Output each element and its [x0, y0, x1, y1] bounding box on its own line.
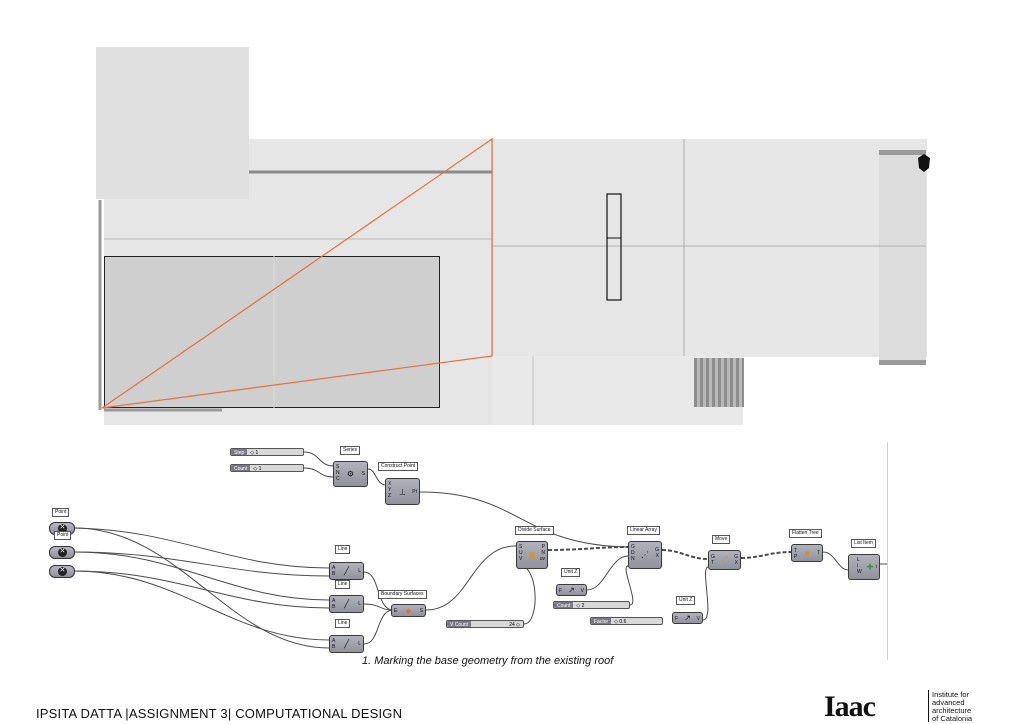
line-icon: ╱ [344, 599, 349, 609]
series-label: Series [340, 446, 361, 455]
move-icon: ⤢ [721, 555, 728, 564]
flatten-tree-label: Flatten Tree [789, 529, 822, 538]
iaac-logo: Iaac [824, 690, 876, 723]
boundary-surfaces-node[interactable]: E ◆ S [391, 604, 426, 617]
point-label-2: Point [54, 531, 72, 540]
unit-z-label-2: Unit Z [676, 596, 696, 605]
v-count-slider[interactable]: V Count 24 ◇ [446, 620, 524, 628]
viewport-roof-mid [492, 139, 927, 357]
series-icon: ⚙ [346, 469, 355, 479]
array-icon: ⋰ [641, 550, 649, 560]
viewport-roof-annex [879, 150, 926, 365]
move-label: Move [712, 535, 731, 544]
line-label-2: Line [335, 580, 351, 589]
viewport-base-rectangle [104, 256, 440, 408]
canvas-edge [887, 442, 888, 660]
point-icon [58, 547, 67, 557]
footer-title: IPSITA DATTA |ASSIGNMENT 3| COMPUTATIONA… [36, 706, 403, 721]
slider-name: Factor [591, 618, 612, 625]
slider-name: V Count [447, 621, 472, 628]
tree-icon: ■ [804, 548, 810, 558]
point-label: Point [52, 508, 70, 517]
skylight [606, 193, 622, 301]
slider-value: ◇ 1 [250, 450, 259, 456]
slider-value: 24 ◇ [509, 622, 520, 628]
vector-z-icon: ↗ [684, 613, 691, 623]
slider-value: ◇ 0.6 [614, 619, 627, 625]
linear-array-label: Linear Array [627, 526, 660, 535]
annex-symbol [918, 154, 930, 172]
highlight-triangle [101, 137, 493, 409]
construct-point-label: Construct Point [378, 462, 419, 471]
logo-divider [928, 690, 929, 722]
unit-z-node-2[interactable]: F ↗ V [672, 612, 703, 624]
count-slider[interactable]: Count ◇ 1 [230, 464, 304, 472]
line-label-3: Line [335, 619, 351, 628]
viewport-lines [98, 137, 930, 425]
count-slider-2[interactable]: Count ◇ 2 [553, 601, 630, 609]
point-param-3[interactable] [49, 565, 75, 578]
slider-name: Step [231, 449, 248, 456]
line-icon: ╱ [344, 639, 349, 649]
grid-icon: ▦ [528, 550, 536, 560]
viewport-grille [694, 358, 744, 407]
surface-icon: ◆ [405, 606, 412, 615]
point-icon [58, 523, 67, 533]
step-slider[interactable]: Step ◇ 1 [230, 448, 304, 456]
point-xyz-icon: ⊥ [399, 487, 406, 496]
point-icon [58, 566, 67, 576]
factor-slider[interactable]: Factor ◇ 0.6 [590, 617, 663, 625]
gh-wires [73, 451, 888, 649]
slider-name: Count [231, 465, 251, 472]
point-param-2[interactable] [49, 546, 75, 559]
figure-caption: 1. Marking the base geometry from the ex… [362, 655, 614, 667]
slider-name: Count [554, 602, 574, 609]
iaac-logo-text: Institute for advanced architecture of C… [932, 690, 973, 723]
unit-z-label-1: Unit Z [561, 568, 581, 577]
list-item-label: List Item [851, 539, 876, 548]
line-icon: ╱ [344, 566, 349, 576]
line-label-1: Line [335, 545, 351, 554]
slider-value: ◇ 1 [253, 466, 262, 472]
boundary-surfaces-label: Boundary Surfaces [378, 590, 427, 599]
divide-surface-label: Divide Surface [515, 526, 554, 535]
unit-z-node-1[interactable]: F ↗ V [556, 584, 587, 596]
slider-value: ◇ 2 [576, 603, 585, 609]
list-icon: ✚ [866, 562, 874, 572]
vector-z-icon: ↗ [568, 585, 575, 595]
viewport-roof-top-block [96, 47, 249, 199]
